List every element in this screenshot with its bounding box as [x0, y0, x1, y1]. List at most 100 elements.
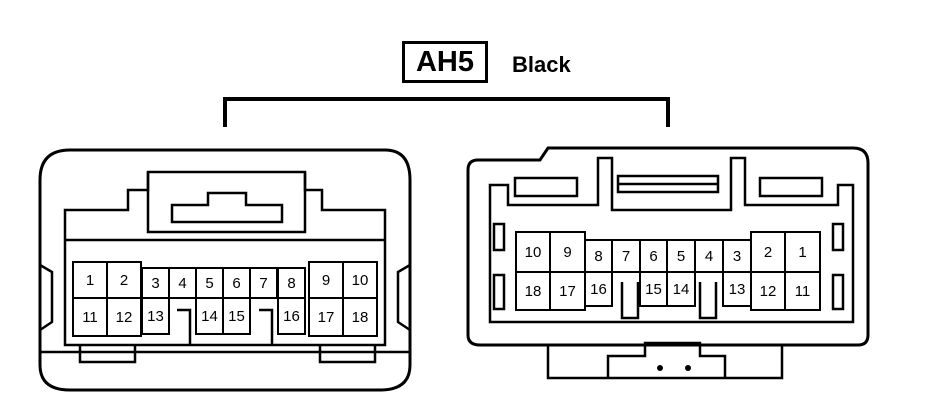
right-lock-dot-2	[685, 365, 691, 371]
connector-code-box: AH5	[402, 41, 488, 83]
connector-code: AH5	[415, 45, 474, 78]
right-pin-8: 8	[584, 239, 613, 273]
right-pin-2: 2	[750, 231, 786, 273]
right-pin-cell	[784, 271, 821, 311]
right-lock-dot-1	[657, 365, 663, 371]
left-side-guide-r	[396, 263, 411, 332]
right-pin-label: 14	[673, 281, 690, 298]
right-pin-18: 18	[515, 271, 551, 311]
left-pin-label: 2	[120, 272, 128, 289]
left-pin-4: 4	[168, 267, 197, 299]
left-lock-latch	[146, 172, 307, 234]
right-pin-6: 6	[639, 239, 668, 273]
right-pin-label: 10	[525, 244, 542, 261]
right-pin-5: 5	[666, 239, 696, 273]
left-pin-7: 7	[249, 267, 278, 299]
left-key-slot-1	[177, 308, 192, 345]
left-pin-16: 16	[277, 297, 306, 335]
right-side-slot-l1	[492, 222, 506, 252]
left-pin-label: 9	[322, 272, 330, 289]
left-pin-label: 4	[178, 275, 186, 292]
left-pin-1: 1	[72, 261, 108, 299]
right-pin-label: 7	[622, 248, 630, 265]
right-pin-13: 13	[722, 271, 752, 307]
right-pin-label: 9	[563, 244, 571, 261]
left-pin-label: 16	[283, 308, 300, 325]
left-pin-label: 7	[259, 275, 267, 292]
left-pin-11: 11	[72, 297, 108, 337]
left-pin-15: 15	[222, 297, 251, 335]
right-side-slot-l2	[492, 273, 506, 311]
right-key-slot-1	[620, 282, 640, 320]
left-pin-cell	[277, 297, 306, 335]
left-pin-18: 18	[342, 297, 378, 337]
right-pin-4: 4	[694, 239, 724, 273]
right-pin-label: 2	[764, 244, 772, 261]
left-pin-label: 3	[151, 275, 159, 292]
right-pin-12: 12	[750, 271, 786, 311]
connector-color: Black	[512, 52, 571, 77]
right-pin-label: 11	[795, 283, 811, 300]
right-pin-label: 16	[590, 281, 607, 298]
right-pin-label: 1	[798, 244, 806, 261]
right-key-slot-2	[698, 282, 718, 320]
left-pin-label: 15	[228, 308, 245, 325]
left-bottom-rail-l	[78, 345, 137, 364]
left-connector	[38, 148, 412, 392]
right-bottom-lock	[546, 345, 784, 380]
right-pin-label: 5	[677, 248, 685, 265]
right-pin-label: 18	[525, 283, 542, 300]
left-side-guide-l	[39, 263, 54, 332]
left-pin-label: 17	[318, 309, 335, 326]
left-pin-14: 14	[195, 297, 224, 335]
left-housing-inner	[63, 170, 387, 347]
left-bottom-rail-r	[318, 345, 377, 364]
right-bottom-lock-inner	[606, 341, 727, 378]
left-pin-label: 12	[116, 309, 133, 326]
left-pin-label: 5	[205, 275, 213, 292]
left-pin-label: 10	[352, 272, 369, 289]
left-lock-tab	[170, 191, 284, 224]
right-slot-tl	[513, 176, 579, 198]
left-pin-cell	[141, 297, 170, 335]
left-pin-label: 18	[352, 309, 369, 326]
right-pin-label: 8	[594, 248, 602, 265]
right-side-slot-r1	[831, 222, 845, 252]
view-bracket	[223, 97, 670, 127]
left-pin-17: 17	[308, 297, 344, 337]
right-pin-17: 17	[549, 271, 586, 311]
left-pin-label: 8	[287, 275, 295, 292]
right-pin-9: 9	[549, 231, 586, 273]
left-pin-13: 13	[141, 297, 170, 335]
left-pin-cell	[342, 297, 378, 337]
left-pin-label: 1	[86, 272, 94, 289]
left-pin-5: 5	[195, 267, 224, 299]
left-pin-6: 6	[222, 267, 251, 299]
right-side-slot-r2	[831, 273, 845, 311]
left-pin-2: 2	[106, 261, 142, 299]
left-pin-3: 3	[141, 267, 170, 299]
right-pin-label: 17	[559, 283, 576, 300]
right-pin-cell	[666, 271, 696, 307]
left-key-slot-2	[259, 308, 274, 345]
right-pin-label: 15	[645, 281, 662, 298]
left-pin-label: 13	[147, 308, 164, 325]
right-pin-1: 1	[784, 231, 821, 273]
left-pin-cell	[222, 297, 251, 335]
left-pin-8: 8	[277, 267, 306, 299]
right-pin-label: 12	[760, 283, 777, 300]
right-pin-16: 16	[584, 271, 613, 307]
left-pin-10: 10	[342, 261, 378, 299]
right-pin-cell	[584, 271, 613, 307]
right-slot-tr	[758, 176, 824, 198]
left-pin-12: 12	[106, 297, 142, 337]
left-pin-label: 6	[232, 275, 240, 292]
right-pin-11: 11	[784, 271, 821, 311]
right-pin-label: 6	[649, 248, 657, 265]
right-pin-15: 15	[639, 271, 668, 307]
right-housing-inner	[488, 156, 855, 324]
